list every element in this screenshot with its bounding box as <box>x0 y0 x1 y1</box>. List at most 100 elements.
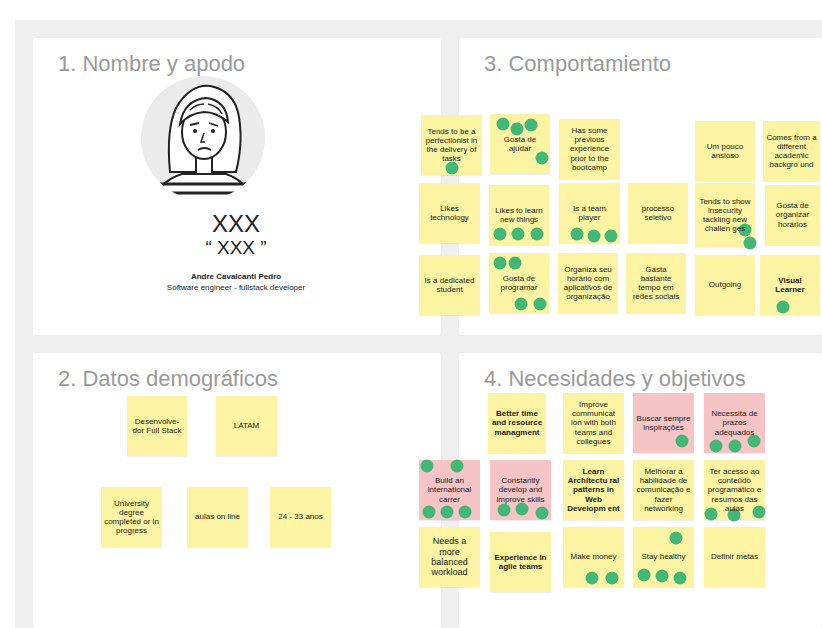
note-text: Necessita de prazos adequados <box>707 409 762 437</box>
vote-dot <box>744 237 757 250</box>
vote-dot <box>588 230 601 243</box>
panel-title: 1. Nombre y apodo <box>58 51 418 76</box>
text-slot: 2. Datos demográficos <box>58 366 388 391</box>
shirt-stripe <box>160 183 246 186</box>
note-text: Outgoing <box>709 280 741 289</box>
sticky-note-pink: Buscar sempre inspirações <box>633 393 694 453</box>
note-text: LATAM <box>234 421 259 430</box>
note-text: Improve communicat ion with both teams a… <box>566 400 621 446</box>
vote-dot <box>656 570 669 583</box>
note-text: University degree completed or in progre… <box>104 499 159 536</box>
sticky-note: Desenvolve- dor Full Stack <box>127 396 187 456</box>
sticky-note: 24 - 33 anos <box>270 487 331 547</box>
vote-dot <box>509 257 522 270</box>
note-text: Constantly develop and improve skills <box>493 476 548 504</box>
sticky-note: Gosta de organizar horários <box>765 185 820 245</box>
vote-dot <box>515 298 528 311</box>
vote-dot <box>777 301 790 314</box>
text-slot: XXX <box>136 210 336 238</box>
vote-dot <box>606 572 619 585</box>
sticky-note: LATAM <box>216 396 277 456</box>
vote-dot <box>512 228 525 241</box>
vote-dot <box>421 460 434 473</box>
sticky-note: Stay healthy <box>633 527 694 587</box>
sticky-note: Um pouco ansioso <box>695 121 755 181</box>
vote-dot <box>710 440 723 453</box>
sticky-note: Gasta bastante tempo em redes sociais <box>626 253 686 313</box>
note-text: Needs a more balanced workload <box>422 536 477 577</box>
note-text: Likes technology <box>422 204 477 222</box>
note-text: Stay healthy <box>641 552 685 561</box>
note-text: Build an international carrer <box>422 476 477 504</box>
eye <box>193 129 197 133</box>
vote-dot <box>531 228 544 241</box>
persona-panel: 3. ComportamientoTends to be a perfectio… <box>459 38 822 335</box>
vote-dot <box>498 504 511 517</box>
eyebrow <box>190 123 199 125</box>
hair-back <box>169 86 241 172</box>
text-slot: 3. Comportamiento <box>484 51 814 76</box>
panel-title: 4. Necesidades y objetivos <box>484 366 814 391</box>
vote-dot <box>516 503 529 516</box>
vote-dot <box>536 507 549 520</box>
note-text: Is a team player <box>562 204 617 222</box>
sticky-note-pink: Necessita de prazos adequados <box>704 393 765 453</box>
vote-dot <box>670 532 683 545</box>
vote-dot <box>525 119 538 132</box>
note-text: Make money <box>571 552 617 561</box>
note-text: Gosta de organizar horários <box>768 201 817 229</box>
vote-dot <box>729 440 742 453</box>
note-text: Definir metas <box>711 552 758 561</box>
note-text: Comes from a different academic backgro … <box>766 133 817 170</box>
note-text: aulas on line <box>195 512 240 521</box>
text-slot: Software engineer - fullstack developer <box>96 283 376 292</box>
sticky-note: Better time and resource managment <box>488 393 546 453</box>
text-slot: “ XXX ” <box>136 237 336 259</box>
sticky-note: Is a dedicated student <box>419 255 480 315</box>
hair-strands <box>190 104 222 114</box>
nose <box>201 133 205 142</box>
note-text: Desenvolve- dor Full Stack <box>130 417 184 435</box>
sticky-note: Outgoing <box>695 255 755 315</box>
sticky-note: aulas on line <box>187 487 248 547</box>
note-text: Gosta de programar <box>492 274 546 292</box>
note-text: Experience in agile teams <box>493 553 548 571</box>
vote-dot <box>497 118 510 131</box>
persona-nickname: XXX <box>136 210 336 238</box>
persona-role: Software engineer - fullstack developer <box>96 283 376 292</box>
sticky-note: Likes technology <box>419 183 480 243</box>
avatar-figure <box>150 86 256 210</box>
note-text: Learn Architectu ral patterns in Web Dev… <box>566 467 621 513</box>
vote-dot <box>534 298 547 311</box>
bangs <box>180 98 228 124</box>
sticky-note: Make money <box>563 527 624 587</box>
note-text: Visual Learner <box>763 276 817 294</box>
sticky-note: Has some previous experience prior to th… <box>559 119 620 179</box>
note-text: 24 - 33 anos <box>278 512 322 521</box>
sticky-note-pink: Build an international carrer <box>419 460 480 520</box>
persona-panel: 2. Datos demográficosDesenvolve- dor Ful… <box>33 353 441 628</box>
note-text: Tends to show insecurity tackling new ch… <box>698 197 752 234</box>
persona-name: Andre Cavalcanti Pedro <box>116 272 356 281</box>
note-text: processo seletivo <box>631 204 685 222</box>
vote-dot <box>705 508 718 521</box>
note-text: Better time and resource managment <box>491 409 543 437</box>
sticky-note: Definir metas <box>704 527 765 587</box>
vote-dot <box>638 569 651 582</box>
mouth <box>198 148 211 150</box>
eyebrow <box>209 123 218 126</box>
vote-dot <box>459 506 472 519</box>
vote-dot <box>451 460 464 473</box>
sticky-note: University degree completed or in progre… <box>101 487 162 547</box>
vote-dot <box>605 230 618 243</box>
avatar-circle <box>141 76 265 200</box>
panel-title: 3. Comportamiento <box>484 51 814 76</box>
sticky-note: Gosta de ajudar <box>490 114 550 174</box>
shirt-stripe <box>152 201 254 204</box>
sticky-note: Needs a more balanced workload <box>419 527 480 587</box>
note-text: Likes to learn new things <box>492 206 546 224</box>
note-text: Ter acesso ao conteúdo programático e re… <box>707 467 762 513</box>
sticky-note: processo seletivo <box>628 183 688 243</box>
sticky-note: Visual Learner <box>760 255 820 315</box>
sticky-note: Ter acesso ao conteúdo programático e re… <box>704 460 765 520</box>
